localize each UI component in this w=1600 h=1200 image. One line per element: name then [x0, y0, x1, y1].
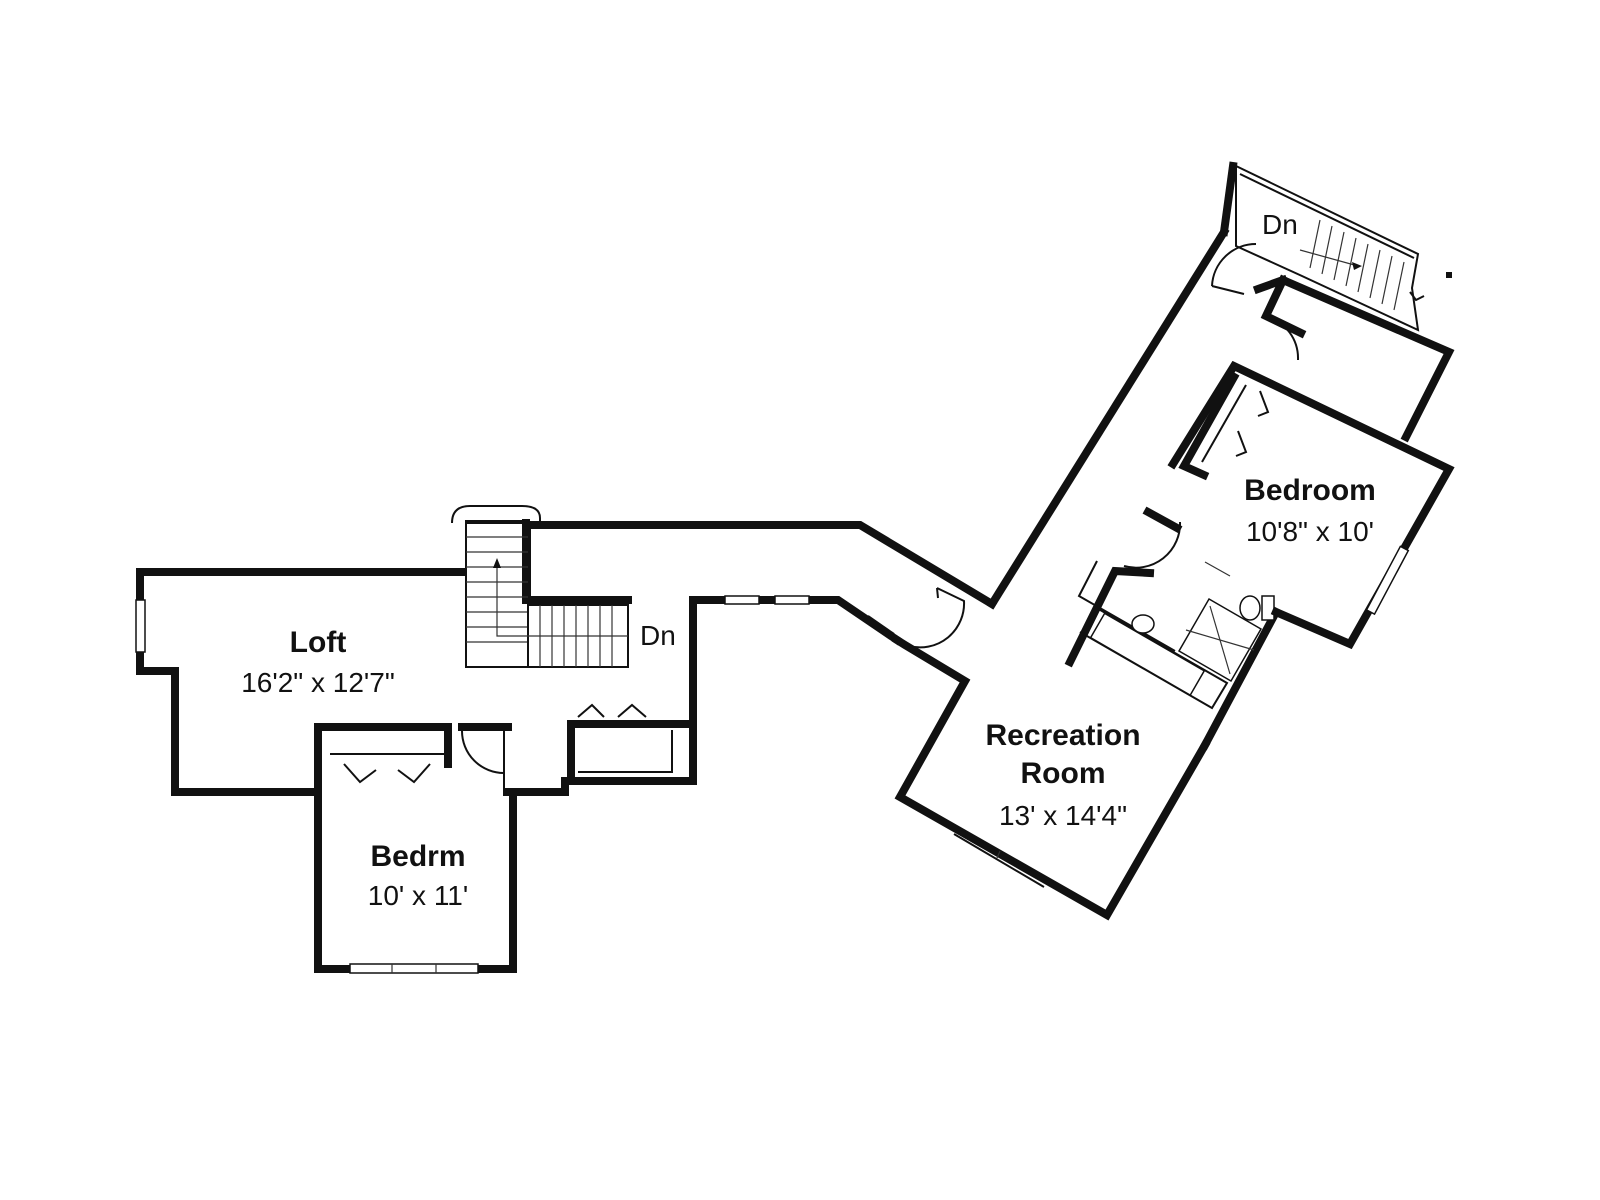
right-staircase [1235, 164, 1452, 332]
bedroom-dimensions: 10'8" x 10' [1246, 516, 1374, 547]
left-staircase [451, 505, 629, 668]
hall-window-2 [774, 595, 810, 605]
loft-window [135, 599, 146, 653]
recreation-window [953, 826, 1049, 888]
bathroom [1064, 506, 1275, 710]
upper-utility [1211, 161, 1455, 443]
recreation-walls [891, 226, 1282, 921]
left-stair-down-label: Dn [640, 620, 676, 651]
recreation-name-line2: Room [1021, 757, 1106, 790]
recreation-dimensions: 13' x 14'4" [999, 800, 1127, 831]
bedroom-walls [1167, 360, 1455, 650]
hall-window-1 [724, 595, 760, 605]
loft-walls [136, 519, 998, 796]
loft-closet [567, 703, 693, 785]
right-stair-down-label: Dn [1262, 209, 1298, 240]
bedroom-name: Bedroom [1244, 474, 1376, 507]
loft-name: Loft [290, 626, 347, 659]
bedrm-dimensions: 10' x 11' [368, 880, 468, 911]
recreation-door [908, 587, 966, 649]
recreation-name-line1: Recreation [985, 719, 1140, 752]
bedroom-window [1365, 545, 1410, 616]
bedrm-name: Bedrm [370, 840, 465, 873]
bedrm-window [349, 963, 479, 974]
loft-dimensions: 16'2" x 12'7" [241, 667, 395, 698]
